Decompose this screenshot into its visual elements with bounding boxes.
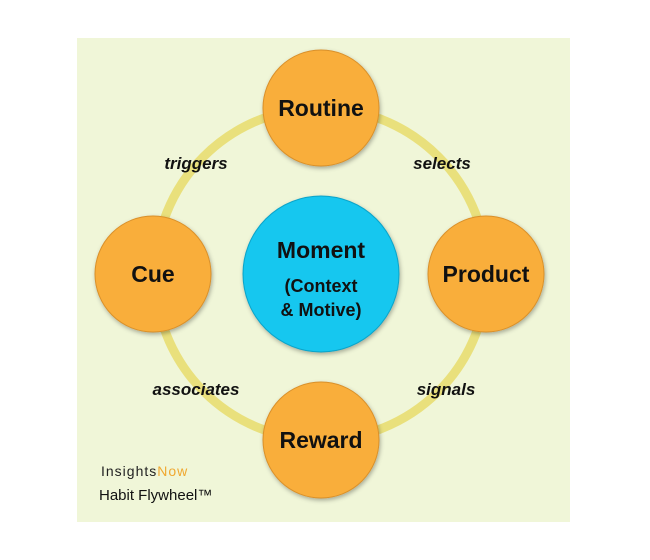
center-subtitle-1: (Context bbox=[285, 276, 358, 296]
logo-text-now: Now bbox=[157, 463, 189, 479]
node-reward bbox=[262, 381, 380, 499]
insightsnow-logo: InsightsNow bbox=[101, 463, 188, 479]
node-reward-label: Reward bbox=[279, 427, 362, 453]
node-routine-label: Routine bbox=[278, 95, 364, 121]
logo-text-insights: Insights bbox=[101, 463, 158, 479]
node-moment bbox=[242, 195, 400, 353]
node-product-label: Product bbox=[443, 261, 530, 287]
node-routine bbox=[262, 49, 380, 167]
center-subtitle-2: & Motive) bbox=[281, 300, 362, 320]
node-product bbox=[427, 215, 545, 333]
node-cue bbox=[94, 215, 212, 333]
edge-label-signals: signals bbox=[417, 380, 476, 399]
edge-label-associates: associates bbox=[153, 380, 240, 399]
edge-label-selects: selects bbox=[413, 154, 471, 173]
center-title: Moment bbox=[277, 237, 366, 263]
node-cue-label: Cue bbox=[131, 261, 174, 287]
caption: Habit Flywheel™ bbox=[99, 487, 213, 504]
edge-label-triggers: triggers bbox=[164, 154, 227, 173]
